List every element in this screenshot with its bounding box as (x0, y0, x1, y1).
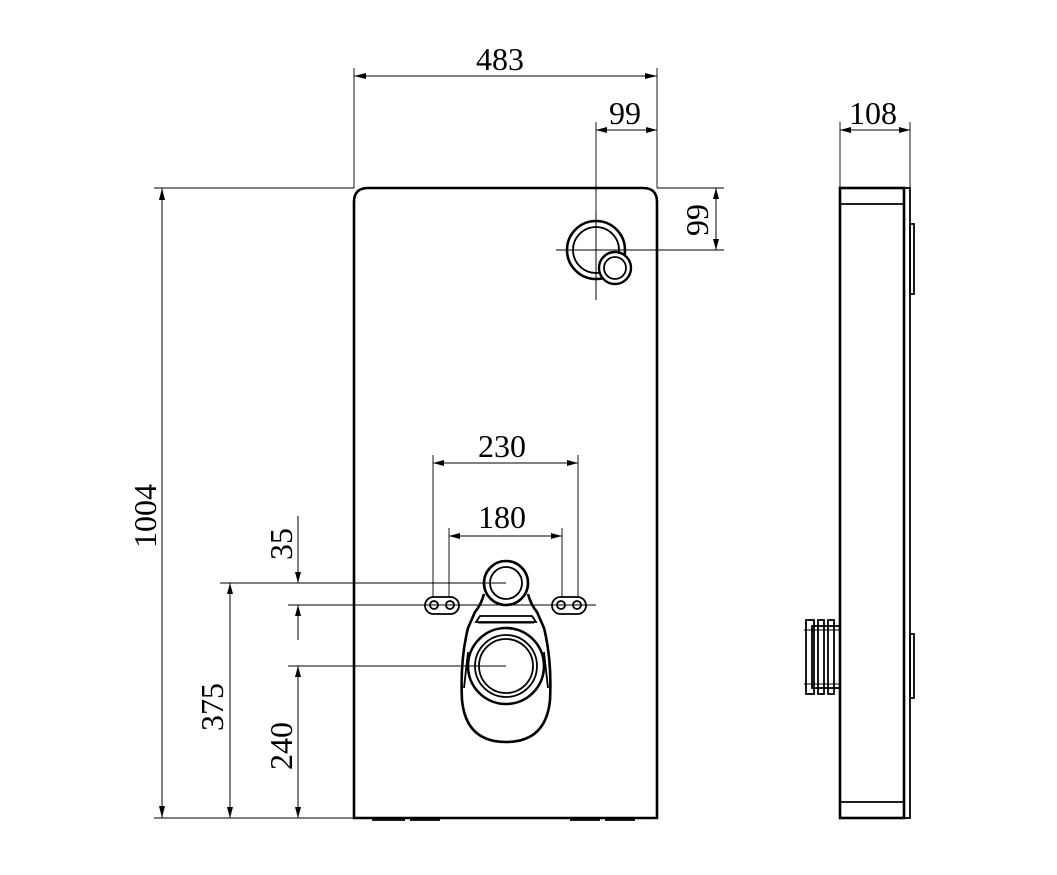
dim-inlet-height-label: 375 (194, 683, 230, 731)
dim-inlet-height: 375 (194, 583, 233, 818)
drain-connection-icon (460, 559, 552, 744)
side-bowl-bump (909, 633, 915, 699)
side-button-bump (909, 223, 915, 295)
bolt-slot-left-icon (424, 596, 460, 615)
side-drain-pipe-icon (804, 619, 841, 695)
dim-bolt-outer: 230 (432, 428, 579, 597)
dim-overall-height-label: 1004 (127, 484, 163, 548)
dim-bolt-outer-label: 230 (478, 428, 526, 464)
dim-flush-offset-y-label: 99 (679, 204, 715, 236)
dim-bolt-inner: 180 (448, 499, 563, 597)
side-view (804, 186, 915, 820)
panel-outline (352, 186, 659, 820)
dim-overall-height: 1004 (127, 187, 354, 819)
side-panel-body (838, 186, 906, 820)
dim-depth-label: 108 (849, 95, 897, 131)
bolt-slot-right-icon (551, 596, 587, 615)
dim-flush-offset-x-label: 99 (609, 95, 641, 131)
side-front-plate (903, 187, 911, 819)
flush-button-icon (556, 213, 724, 300)
dim-overall-width-label: 483 (476, 41, 524, 77)
dim-overall-width: 483 (353, 41, 658, 188)
dim-outlet-height-label: 240 (263, 722, 299, 770)
dim-bolt-to-inlet-label: 35 (263, 528, 299, 560)
dim-flush-offset-y: 99 (657, 187, 724, 250)
dim-flush-offset-x: 99 (595, 95, 657, 213)
dim-outlet-height: 240 (263, 666, 301, 818)
front-view (352, 186, 724, 821)
dim-depth: 108 (839, 95, 911, 188)
dim-bolt-inner-label: 180 (478, 499, 526, 535)
dim-bolt-to-inlet: 35 (263, 516, 301, 640)
